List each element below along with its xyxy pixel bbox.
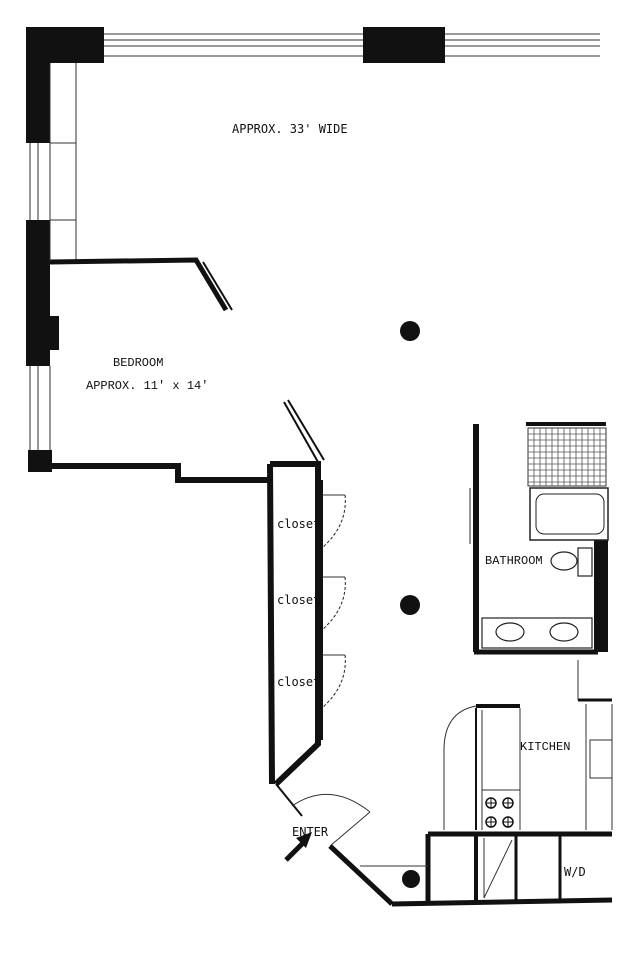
column-icon [402, 870, 420, 888]
corner-pier [26, 27, 104, 63]
enter-label: ENTER [292, 825, 329, 839]
bathroom [469, 422, 609, 655]
bathtub [529, 487, 609, 541]
bedroom-label: BEDROOM [113, 356, 163, 370]
window-pier [363, 27, 445, 63]
vanity [481, 617, 593, 649]
entry-walls [275, 783, 613, 907]
washer-dryer-label: W/D [564, 865, 586, 879]
bedroom-size-label: APPROX. 11' x 14' [86, 379, 208, 393]
width-note: APPROX. 33' WIDE [232, 122, 348, 136]
top-window-wall [26, 27, 600, 63]
toilet [550, 551, 578, 571]
burner-icon [485, 797, 514, 828]
left-wall [26, 63, 77, 472]
bathroom-label: BATHROOM [485, 554, 543, 568]
kitchen [443, 660, 613, 830]
shower-tiles [527, 427, 607, 487]
bedroom-walls [49, 257, 325, 483]
column-icon [400, 595, 420, 615]
closet-label: closet [277, 675, 320, 689]
arrow-icon [284, 832, 312, 862]
closet-block [267, 461, 346, 787]
column-icon [400, 321, 420, 341]
closet-label: closet [277, 517, 320, 531]
closet-label: closet [277, 593, 320, 607]
kitchen-label: KITCHEN [520, 740, 570, 754]
